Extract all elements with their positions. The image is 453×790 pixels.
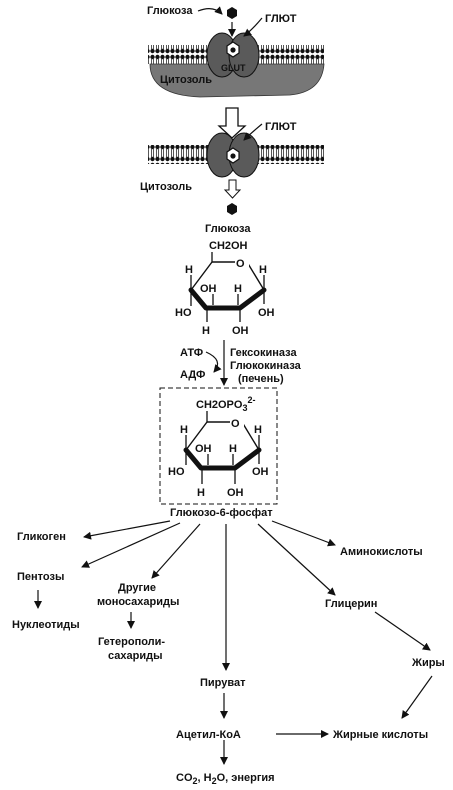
label-glycerol: Глицерин [325,598,377,610]
oh-right: OH [258,307,275,319]
label-cytosol-top: Цитозоль [160,74,212,86]
label-liver: (печень) [238,373,284,385]
label-fats: Жиры [411,657,445,669]
label-hexokinase: Гексокиназа [230,347,297,359]
arrow-to-amino-acids [271,520,336,547]
ring-oxygen: O [236,258,245,270]
label-co2-h2o-energy: CO2, H2O, энергия [176,772,275,786]
oh-bottom: OH [232,325,249,337]
h-bottom-left-g6p: H [197,487,205,499]
product-labels: Гликоген Пентозы Нуклеотиды Другие монос… [12,531,445,786]
cytosol-region [149,63,325,98]
glucose-molecule-icon [227,203,237,215]
ch2oh-group: CH2OH [209,240,248,252]
arrow-to-glycerol [257,523,336,596]
h-mid-g6p: H [229,443,237,455]
label-glucose-inside: Глюкоза [205,223,251,235]
membrane-bottom: ГЛЮТ Цитозоль Глюкоза [140,121,324,235]
label-pyruvate: Пируват [200,677,246,689]
label-atp: АТФ [180,347,203,359]
label-acetyl-coa: Ацетил-КоА [176,729,241,741]
arrow-to-fats [374,611,431,651]
hexokinase-reaction: АТФ АДФ Гексокиназа Глюкокиназа (печень) [180,340,302,386]
label-adp: АДФ [180,369,205,381]
glucose-molecule-icon [227,7,237,19]
label-glut-inner: GLUT [221,63,246,73]
h-left-top-g6p: H [180,424,188,436]
arrow-to-glycogen [83,520,171,540]
label-other-mono-2: моносахариды [97,596,179,608]
membrane-top: Глюкоза ГЛЮТ GLUT Цитозоль [147,5,325,98]
label-glut-top: ГЛЮТ [265,13,297,25]
arrow-to-other-mono [151,523,201,579]
h-mid: H [234,283,242,295]
label-fatty-acids: Жирные кислоты [332,729,428,741]
label-glucokinase: Глюкокиназа [230,360,302,372]
ring-oxygen-g6p: O [231,418,240,430]
label-nucleotides: Нуклеотиды [12,619,80,631]
label-heteropoly-2: сахариды [108,650,162,662]
arrow-to-fatty-acids [401,675,433,719]
label-cytosol-bottom: Цитозоль [140,181,192,193]
ch2opo3-group: CH2OPO32- [196,395,256,413]
h-bottom-left: H [202,325,210,337]
ho-left: HO [175,307,192,319]
h-left-top: H [185,264,193,276]
oh-mid: OH [200,283,217,295]
glucose-ring-structure: CH2OH O H HO H OH OH H H OH [175,240,275,337]
label-pentoses: Пентозы [17,571,64,583]
ho-left-g6p: HO [168,466,185,478]
glut-transporter-top [206,32,260,78]
h-right-top: H [259,264,267,276]
label-heteropoly-1: Гетерополи- [98,636,165,648]
glut-transporter-bottom [206,132,260,178]
open-arrow-down [217,107,247,139]
oh-right-g6p: OH [252,466,269,478]
label-g6p-hub: Глюкозо-6-фосфат [170,507,273,519]
label-glycogen: Гликоген [17,531,66,543]
label-other-mono-1: Другие [118,582,156,594]
label-glut-bottom: ГЛЮТ [265,121,297,133]
oh-bottom-g6p: OH [227,487,244,499]
g6p-structure: CH2OPO32- O H HO H OH OH H H OH [159,387,278,505]
label-glucose-outside: Глюкоза [147,5,193,17]
branch-arrows [34,520,433,765]
label-amino-acids: Аминокислоты [340,546,423,558]
dashed-box [159,387,278,505]
oh-mid-g6p: OH [195,443,212,455]
arrow-to-pentoses [81,522,181,568]
h-right-top-g6p: H [254,424,262,436]
